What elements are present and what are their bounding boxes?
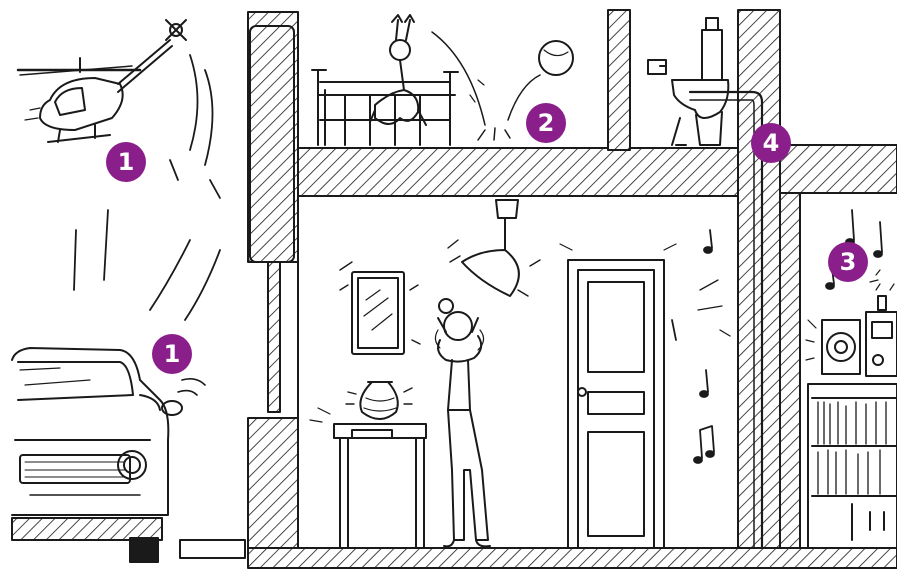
marker-car: 1: [152, 334, 192, 374]
table-icon: [310, 408, 426, 548]
marker-helicopter: 1: [106, 142, 146, 182]
bed-icon: [312, 70, 458, 145]
marker-neighbour-music: 3: [828, 242, 868, 282]
marker-label: 4: [763, 131, 780, 155]
toilet-icon: [672, 18, 728, 145]
bounce-lines-icon: [432, 32, 540, 140]
helicopter-icon: [18, 20, 186, 142]
helicopter-sound-waves-icon: [74, 55, 220, 320]
car-icon: [12, 348, 245, 562]
ball-icon: [539, 41, 573, 75]
marker-upstairs-footsteps: 2: [526, 103, 566, 143]
marker-label: 1: [164, 342, 181, 366]
stereo-icon: [866, 284, 897, 376]
door-icon: [560, 244, 676, 548]
marker-label: 1: [118, 150, 135, 174]
marker-label: 2: [538, 111, 555, 135]
vase-icon: [346, 382, 412, 419]
bookshelf-icon: [808, 384, 897, 548]
person-jumping-icon: [370, 15, 426, 125]
woman-covering-ears-icon: [435, 299, 490, 546]
speaker-icon: [806, 320, 860, 374]
marker-label: 3: [840, 250, 857, 274]
marker-water-pipe: 4: [751, 123, 791, 163]
lamp-icon: [448, 200, 540, 296]
music-notes-icon: [672, 230, 730, 463]
mirror-icon: [352, 272, 404, 354]
car-sound-waves-icon: [178, 379, 205, 395]
building-walls: [248, 10, 897, 568]
